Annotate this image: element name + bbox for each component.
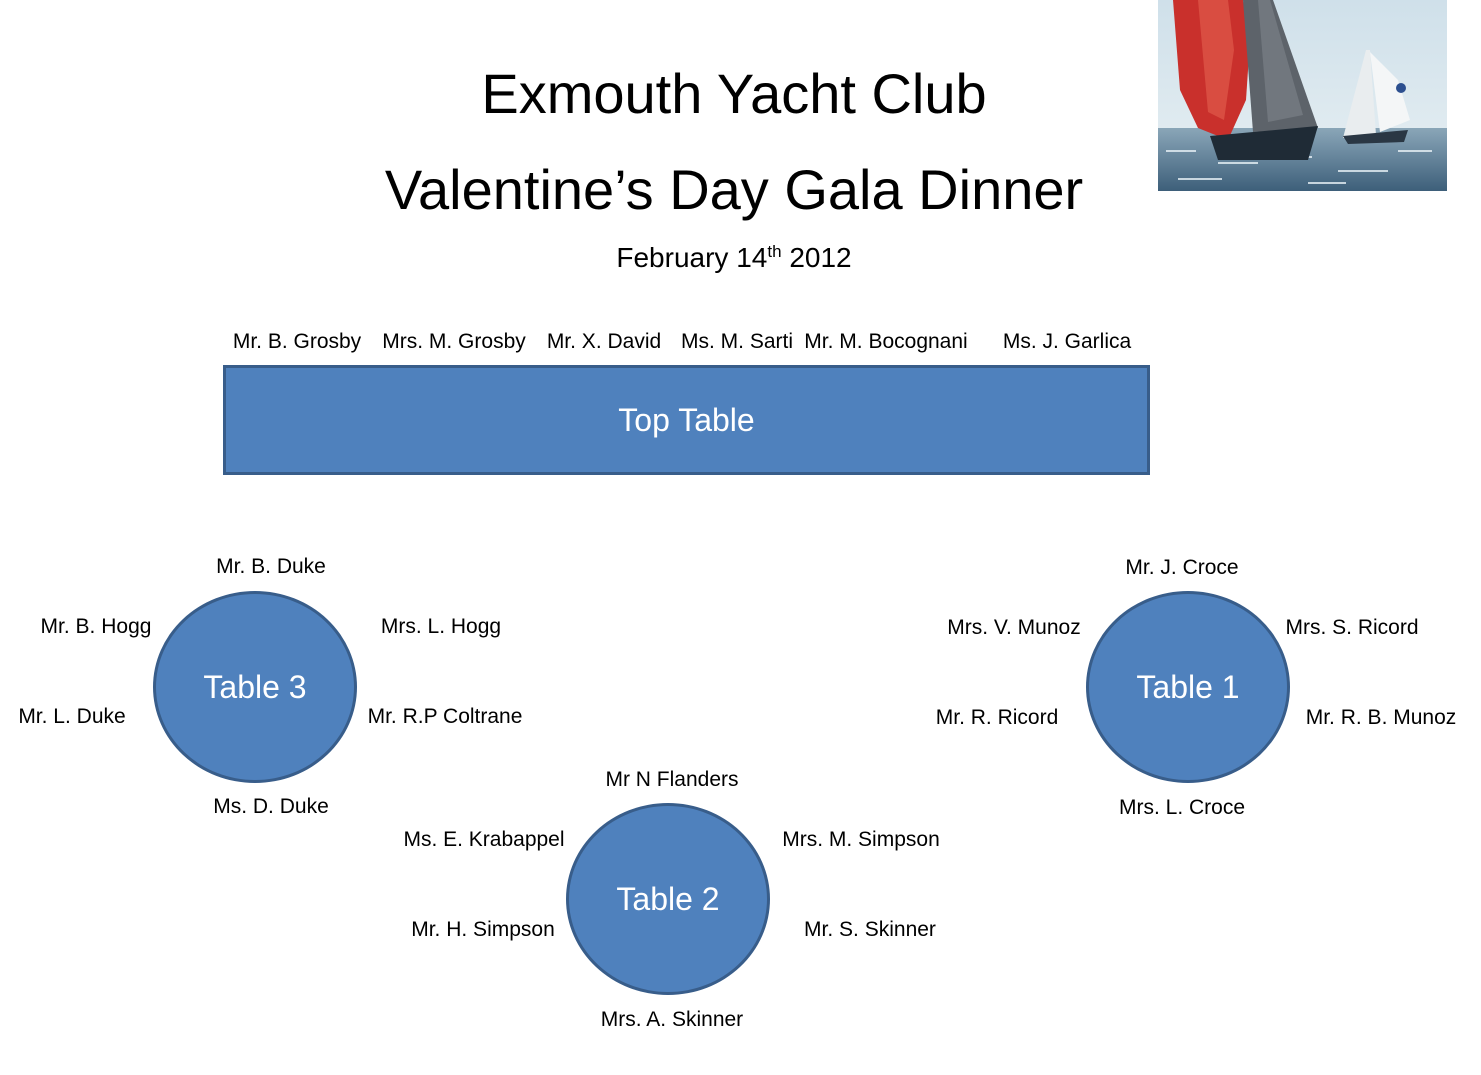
table-1-guest: Mr. R. B. Munoz (1305, 706, 1457, 729)
table-2-guest: Ms. E. Krabappel (403, 828, 565, 851)
date-year: 2012 (789, 242, 852, 273)
table-1-guest: Mrs. S. Ricord (1285, 616, 1419, 639)
table-3-guest: Mr. B. Duke (216, 555, 326, 578)
table-1-guest: Mr. R. Ricord (935, 706, 1059, 729)
table-1-label: Table 1 (1136, 668, 1240, 705)
event-title: Valentine’s Day Gala Dinner (384, 158, 1084, 221)
table-2-guest: Mr. H. Simpson (411, 918, 555, 941)
top-table-guest: Ms. M. Sarti (680, 330, 794, 353)
club-title: Exmouth Yacht Club (481, 62, 987, 125)
date-ordinal-suffix: th (767, 242, 782, 261)
top-table-guest: Ms. J. Garlica (1002, 330, 1132, 353)
table-1-guest: Mr. J. Croce (1125, 556, 1239, 579)
table-3: Table 3 (153, 591, 357, 783)
sailing-yachts-photo (1158, 0, 1447, 191)
top-table-guest: Mr. X. David (546, 330, 662, 353)
table-3-guest: Mr. B. Hogg (40, 615, 152, 638)
table-2-guest: Mr N Flanders (605, 768, 739, 791)
table-3-guest: Ms. D. Duke (213, 795, 329, 818)
top-table-guest: Mr. B. Grosby (232, 330, 362, 353)
table-1-guest: Mrs. V. Munoz (947, 616, 1081, 639)
table-1-guest: Mrs. L. Croce (1118, 796, 1246, 819)
table-3-guest: Mr. R.P Coltrane (367, 705, 523, 728)
table-3-label: Table 3 (203, 668, 307, 705)
table-2-guest: Mrs. M. Simpson (782, 828, 940, 851)
table-3-guest: Mrs. L. Hogg (380, 615, 502, 638)
table-2: Table 2 (566, 803, 770, 995)
top-table-guest: Mr. M. Bocognani (804, 330, 968, 353)
top-table-label: Top Table (618, 401, 755, 438)
top-table-guest: Mrs. M. Grosby (382, 330, 526, 353)
table-2-guest: Mrs. A. Skinner (600, 1008, 744, 1031)
top-table: Top Table (223, 365, 1150, 475)
table-2-label: Table 2 (616, 880, 720, 917)
table-3-guest: Mr. L. Duke (18, 705, 126, 728)
table-1: Table 1 (1086, 591, 1290, 783)
table-2-guest: Mr. S. Skinner (804, 918, 936, 941)
event-date: February 14th 2012 (0, 242, 1468, 274)
date-month-day: February 14 (616, 242, 768, 273)
